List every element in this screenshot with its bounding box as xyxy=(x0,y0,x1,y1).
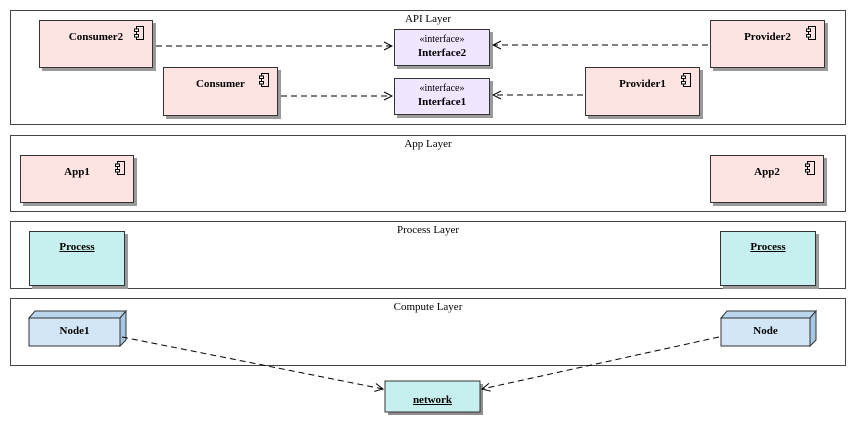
interface-stereotype: «interface» xyxy=(419,83,465,94)
node-network[interactable] xyxy=(384,380,483,415)
interface-interface2[interactable]: «interface» Interface2 xyxy=(394,29,490,66)
node-node[interactable] xyxy=(719,309,818,348)
process-right[interactable]: Process xyxy=(720,231,816,286)
component-consumer2[interactable]: Consumer2 xyxy=(39,20,153,68)
interface-label: Interface2 xyxy=(417,47,467,59)
interface-interface1[interactable]: «interface» Interface1 xyxy=(394,78,490,115)
network-label: network xyxy=(412,394,453,406)
process-layer-title: Process Layer xyxy=(396,224,459,236)
component-consumer[interactable]: Consumer xyxy=(163,67,278,116)
process-left[interactable]: Process xyxy=(29,231,125,286)
component-label: Provider2 xyxy=(744,31,791,43)
dependency-node-network xyxy=(482,336,720,389)
app-layer: App Layer xyxy=(10,135,846,212)
api-layer-title: API Layer xyxy=(404,13,452,25)
component-label: Consumer2 xyxy=(68,31,124,43)
node-node1[interactable] xyxy=(27,309,128,348)
component-label: App1 xyxy=(64,166,90,178)
component-provider1[interactable]: Provider1 xyxy=(585,67,700,116)
component-icon xyxy=(259,73,269,87)
component-icon xyxy=(115,161,125,175)
process-label: Process xyxy=(750,241,786,253)
component-label: Consumer xyxy=(196,78,245,90)
app-layer-title: App Layer xyxy=(404,138,452,150)
process-layer: Process Layer xyxy=(10,221,846,289)
compute-layer: Compute Layer xyxy=(10,298,846,366)
node-label: Node xyxy=(753,325,778,337)
component-icon xyxy=(681,73,691,87)
compute-layer-title: Compute Layer xyxy=(393,301,463,313)
component-provider2[interactable]: Provider2 xyxy=(710,20,825,68)
component-label: App2 xyxy=(754,166,780,178)
component-icon xyxy=(806,26,816,40)
interface-label: Interface1 xyxy=(417,96,467,108)
component-app1[interactable]: App1 xyxy=(20,155,134,203)
node1-label: Node1 xyxy=(59,325,90,337)
process-label: Process xyxy=(59,241,95,253)
component-icon xyxy=(805,161,815,175)
component-icon xyxy=(134,26,144,40)
interface-stereotype: «interface» xyxy=(419,34,465,45)
component-app2[interactable]: App2 xyxy=(710,155,824,203)
component-label: Provider1 xyxy=(619,78,666,90)
dependency-node1-network xyxy=(121,336,383,389)
